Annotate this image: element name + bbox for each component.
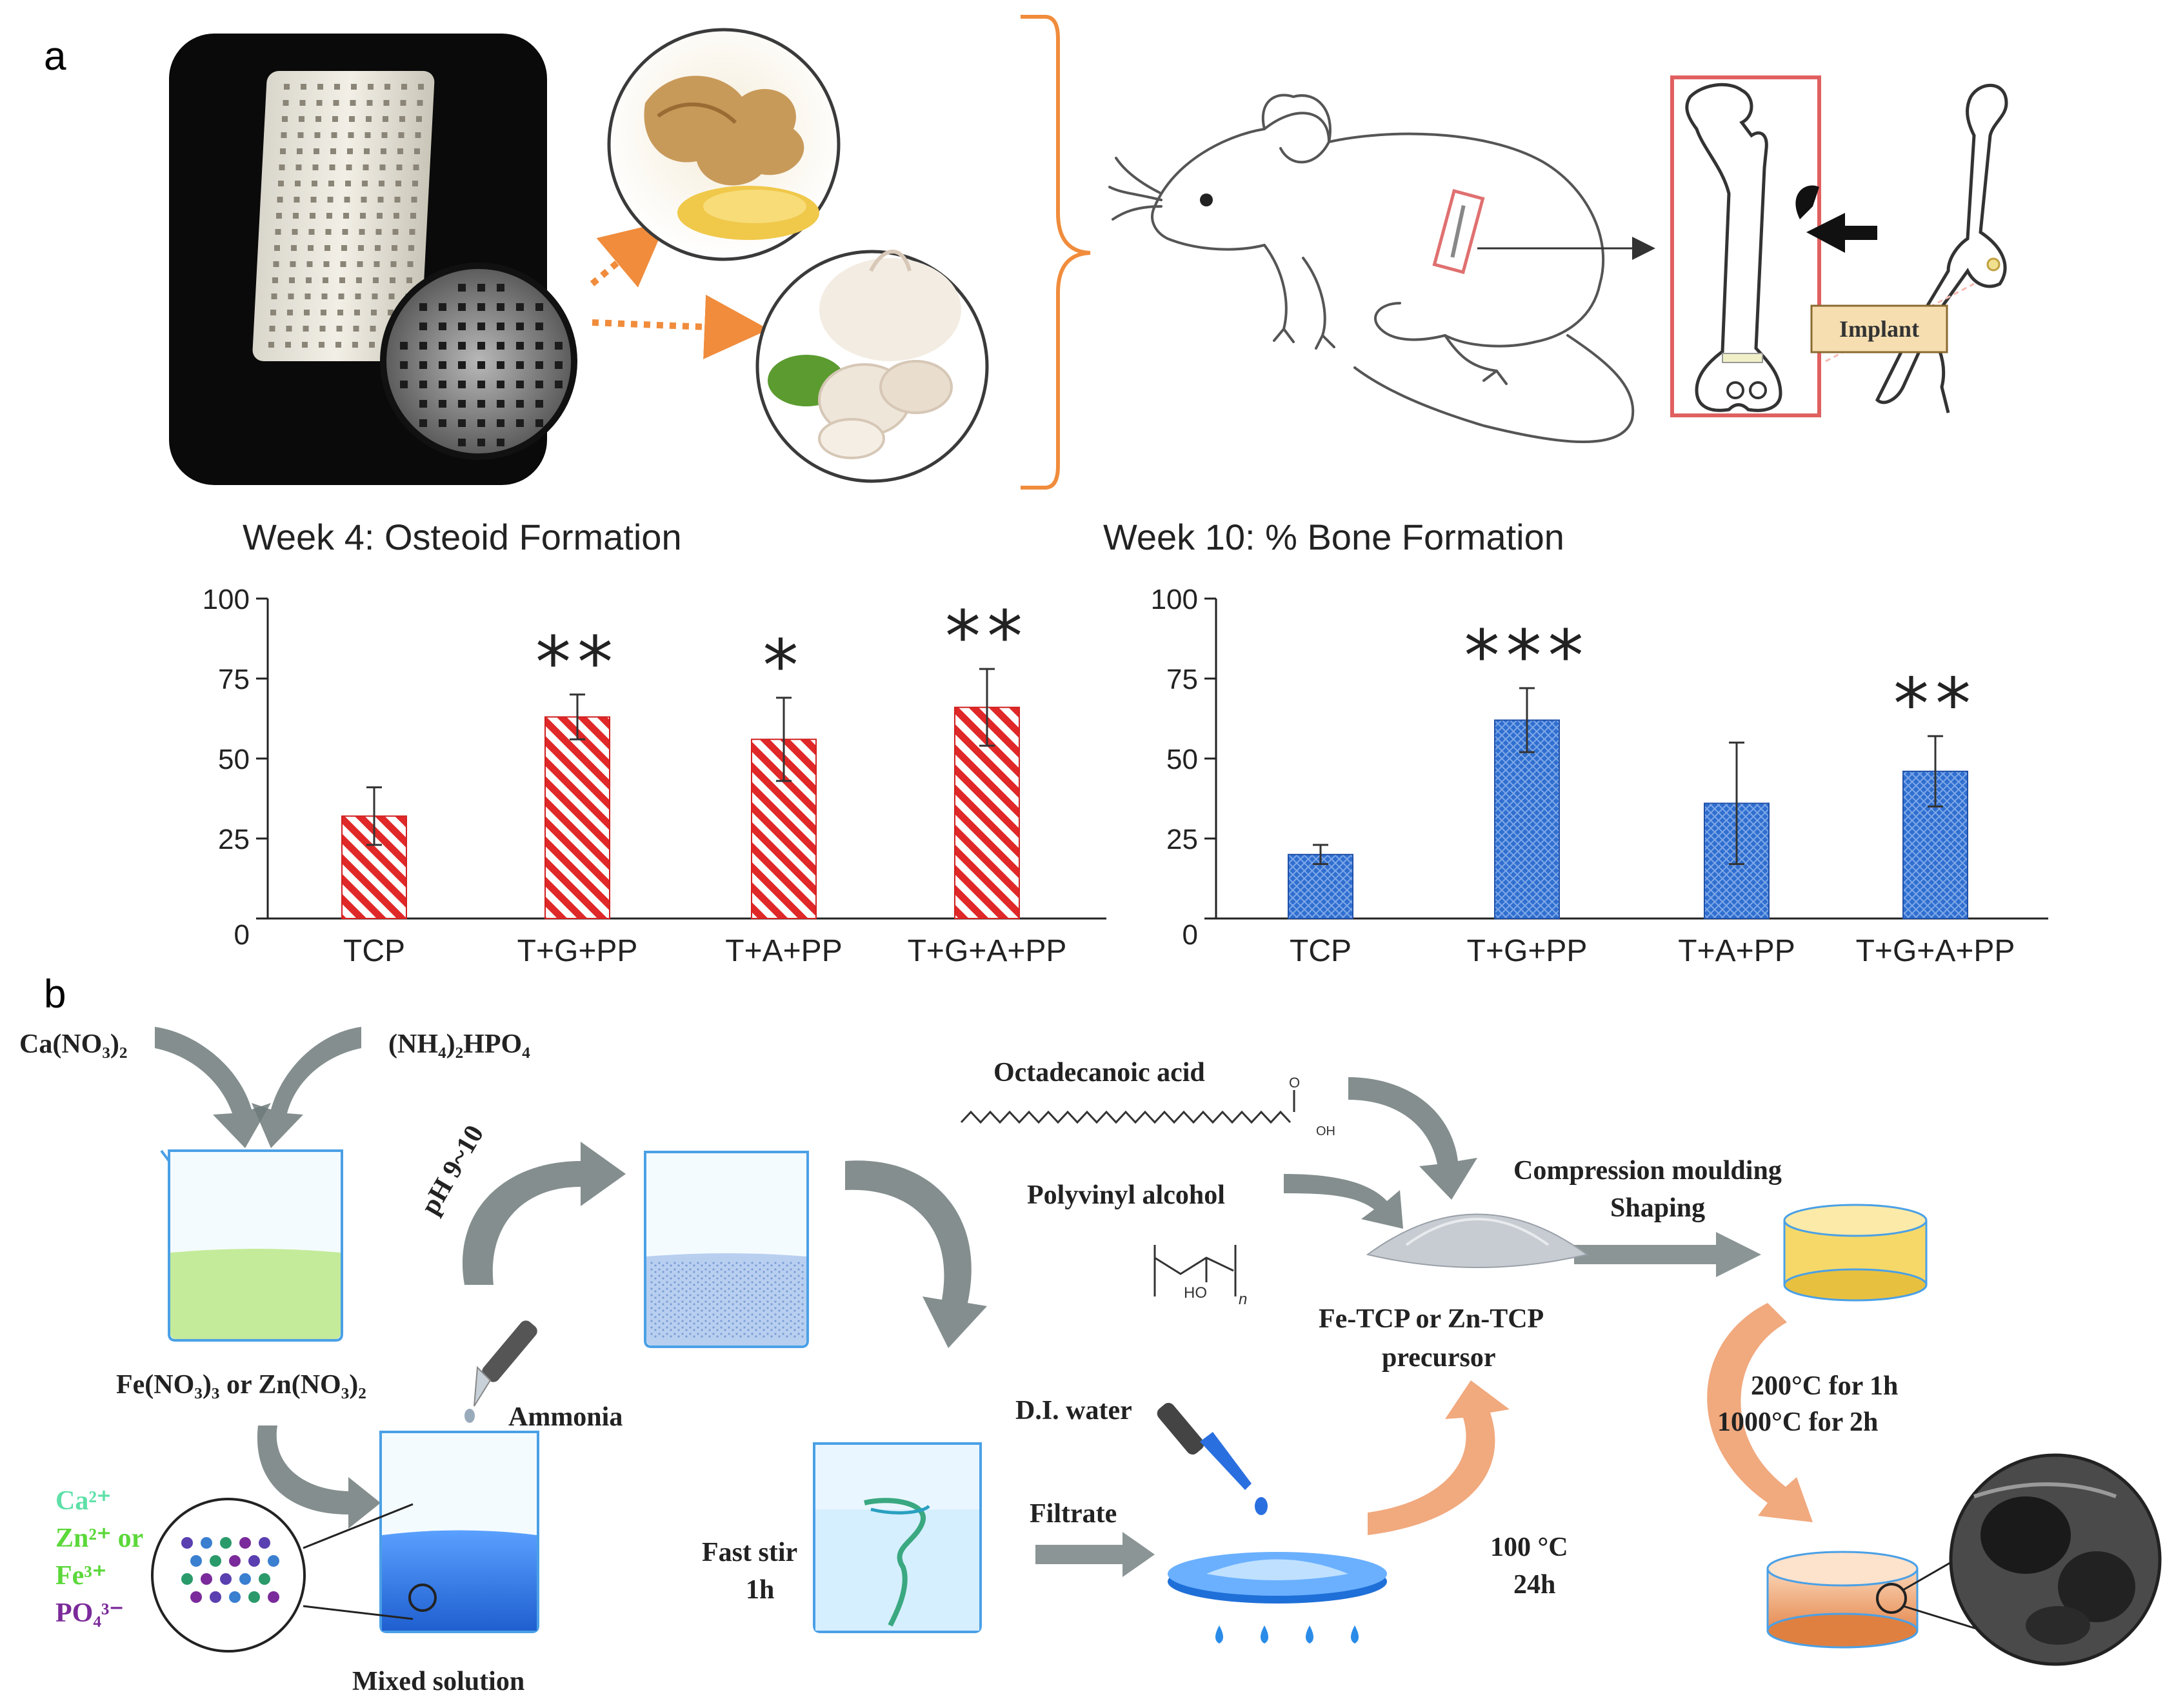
pva-ho: HO	[1184, 1284, 1207, 1302]
drying-temp: 100 °C	[1490, 1533, 1568, 1562]
y-tick-label: 75	[1166, 664, 1198, 695]
ion-po4: PO₄³⁻	[55, 1598, 124, 1628]
fast-stir-label: Fast stir	[702, 1538, 797, 1567]
beaker-fast-stir	[813, 1442, 982, 1633]
significance-marker: **	[1893, 662, 1977, 745]
carbonyl-o: O	[1289, 1075, 1300, 1091]
y-tick-label: 0	[1182, 919, 1198, 951]
pva-n: n	[1239, 1291, 1247, 1308]
sem-sintered-image	[1949, 1453, 2162, 1666]
precursor-label-2: precursor	[1382, 1343, 1496, 1373]
significance-marker: **	[945, 595, 1029, 678]
x-tick-label: T+G+A+PP	[908, 934, 1067, 968]
pva-structure	[1153, 1245, 1237, 1296]
sinter-step-2: 1000°C for 2h	[1717, 1407, 1878, 1437]
pipette-di-water-icon	[1157, 1402, 1268, 1515]
orange-curved-arrows	[1368, 1303, 1813, 1535]
pipette-ammonia-icon	[464, 1320, 537, 1423]
chart-title: Week 10: % Bone Formation	[1103, 517, 1564, 557]
beaker-dotted	[644, 1151, 809, 1348]
precursor-powder-pile	[1366, 1213, 1589, 1268]
x-tick-label: T+G+A+PP	[1856, 934, 2015, 968]
y-tick-label: 50	[1166, 744, 1198, 775]
femur-box	[1670, 75, 1821, 417]
panel-a-label: a	[44, 34, 66, 79]
compression-label: Compression moulding	[1513, 1156, 1782, 1186]
grey-curved-arrows	[155, 1027, 1761, 1577]
y-tick-label: 50	[218, 744, 250, 775]
beaker-green	[160, 1149, 343, 1342]
x-tick-label: T+G+PP	[517, 934, 638, 968]
pva-label: Polyvinyl alcohol	[1027, 1180, 1225, 1210]
ph-label: pH 9~10	[415, 1120, 490, 1220]
hydroxyl-oh: OH	[1316, 1124, 1335, 1138]
implant-label: Implant	[1839, 316, 1919, 342]
drying-time: 24h	[1513, 1570, 1555, 1600]
implant-label-box	[1810, 304, 1948, 353]
fast-stir-time: 1h	[746, 1575, 774, 1605]
ion-zn: Zn²⁺ or	[55, 1524, 143, 1553]
yellow-pellet	[1783, 1204, 1928, 1302]
significance-marker: *	[763, 624, 805, 707]
ammonia-label: Ammonia	[508, 1402, 623, 1432]
panel-b-label: b	[44, 972, 66, 1017]
reagent-ca-nitrate: Ca(NO₃)₂	[19, 1029, 128, 1059]
leg-skeleton-illustration	[1875, 83, 2008, 413]
y-tick-label: 100	[1151, 584, 1198, 615]
mixed-solution-label: Mixed solution	[352, 1667, 524, 1696]
bar	[1288, 853, 1353, 920]
sintered-pellet	[1766, 1540, 1988, 1649]
x-tick-label: T+A+PP	[1678, 934, 1795, 968]
beaker-mixed-solution	[379, 1431, 539, 1633]
garlic-image	[755, 250, 989, 483]
ion-zoom-circle	[151, 1498, 437, 1653]
rat-leg-bone-box	[1432, 188, 1485, 275]
significance-marker: **	[535, 621, 619, 704]
filtrate-label: Filtrate	[1030, 1499, 1117, 1529]
shaping-label: Shaping	[1610, 1193, 1705, 1223]
x-tick-label: T+A+PP	[725, 934, 842, 968]
rat-illustration	[1108, 94, 1635, 443]
x-tick-label: TCP	[1290, 934, 1352, 968]
reagent-ammonium-phosphate: (NH₄)₂HPO₄	[388, 1029, 530, 1059]
significance-marker: ***	[1464, 615, 1590, 697]
x-tick-label: TCP	[343, 934, 405, 968]
chart-title: Week 4: Osteoid Formation	[243, 517, 682, 557]
bar	[544, 716, 610, 920]
sem-circle-image	[380, 263, 577, 460]
filter-disc	[1168, 1552, 1387, 1643]
orange-dotted-arrows	[590, 221, 769, 359]
sinter-step-1: 200°C for 1h	[1751, 1371, 1898, 1401]
x-tick-label: T+G+PP	[1467, 934, 1588, 968]
ion-ca: Ca²⁺	[55, 1486, 111, 1516]
orange-bracket	[1021, 15, 1091, 490]
y-tick-label: 25	[218, 824, 250, 855]
octadecanoic-acid-label: Octadecanoic acid	[993, 1058, 1205, 1087]
y-tick-label: 75	[218, 664, 250, 695]
dopant-label: Fe(NO₃)₃ or Zn(NO₃)₂	[116, 1370, 366, 1400]
y-tick-label: 25	[1166, 824, 1198, 855]
ion-fe: Fe³⁺	[55, 1561, 106, 1591]
y-tick-label: 0	[234, 919, 250, 951]
precursor-label-1: Fe-TCP or Zn-TCP	[1319, 1304, 1544, 1334]
y-tick-label: 100	[203, 584, 250, 615]
rotation-arrow-icon	[1795, 185, 1877, 253]
ginger-image	[607, 28, 841, 261]
di-water-label: D.I. water	[1015, 1396, 1132, 1425]
octadecanoic-acid-structure: O OH	[960, 1075, 1335, 1138]
